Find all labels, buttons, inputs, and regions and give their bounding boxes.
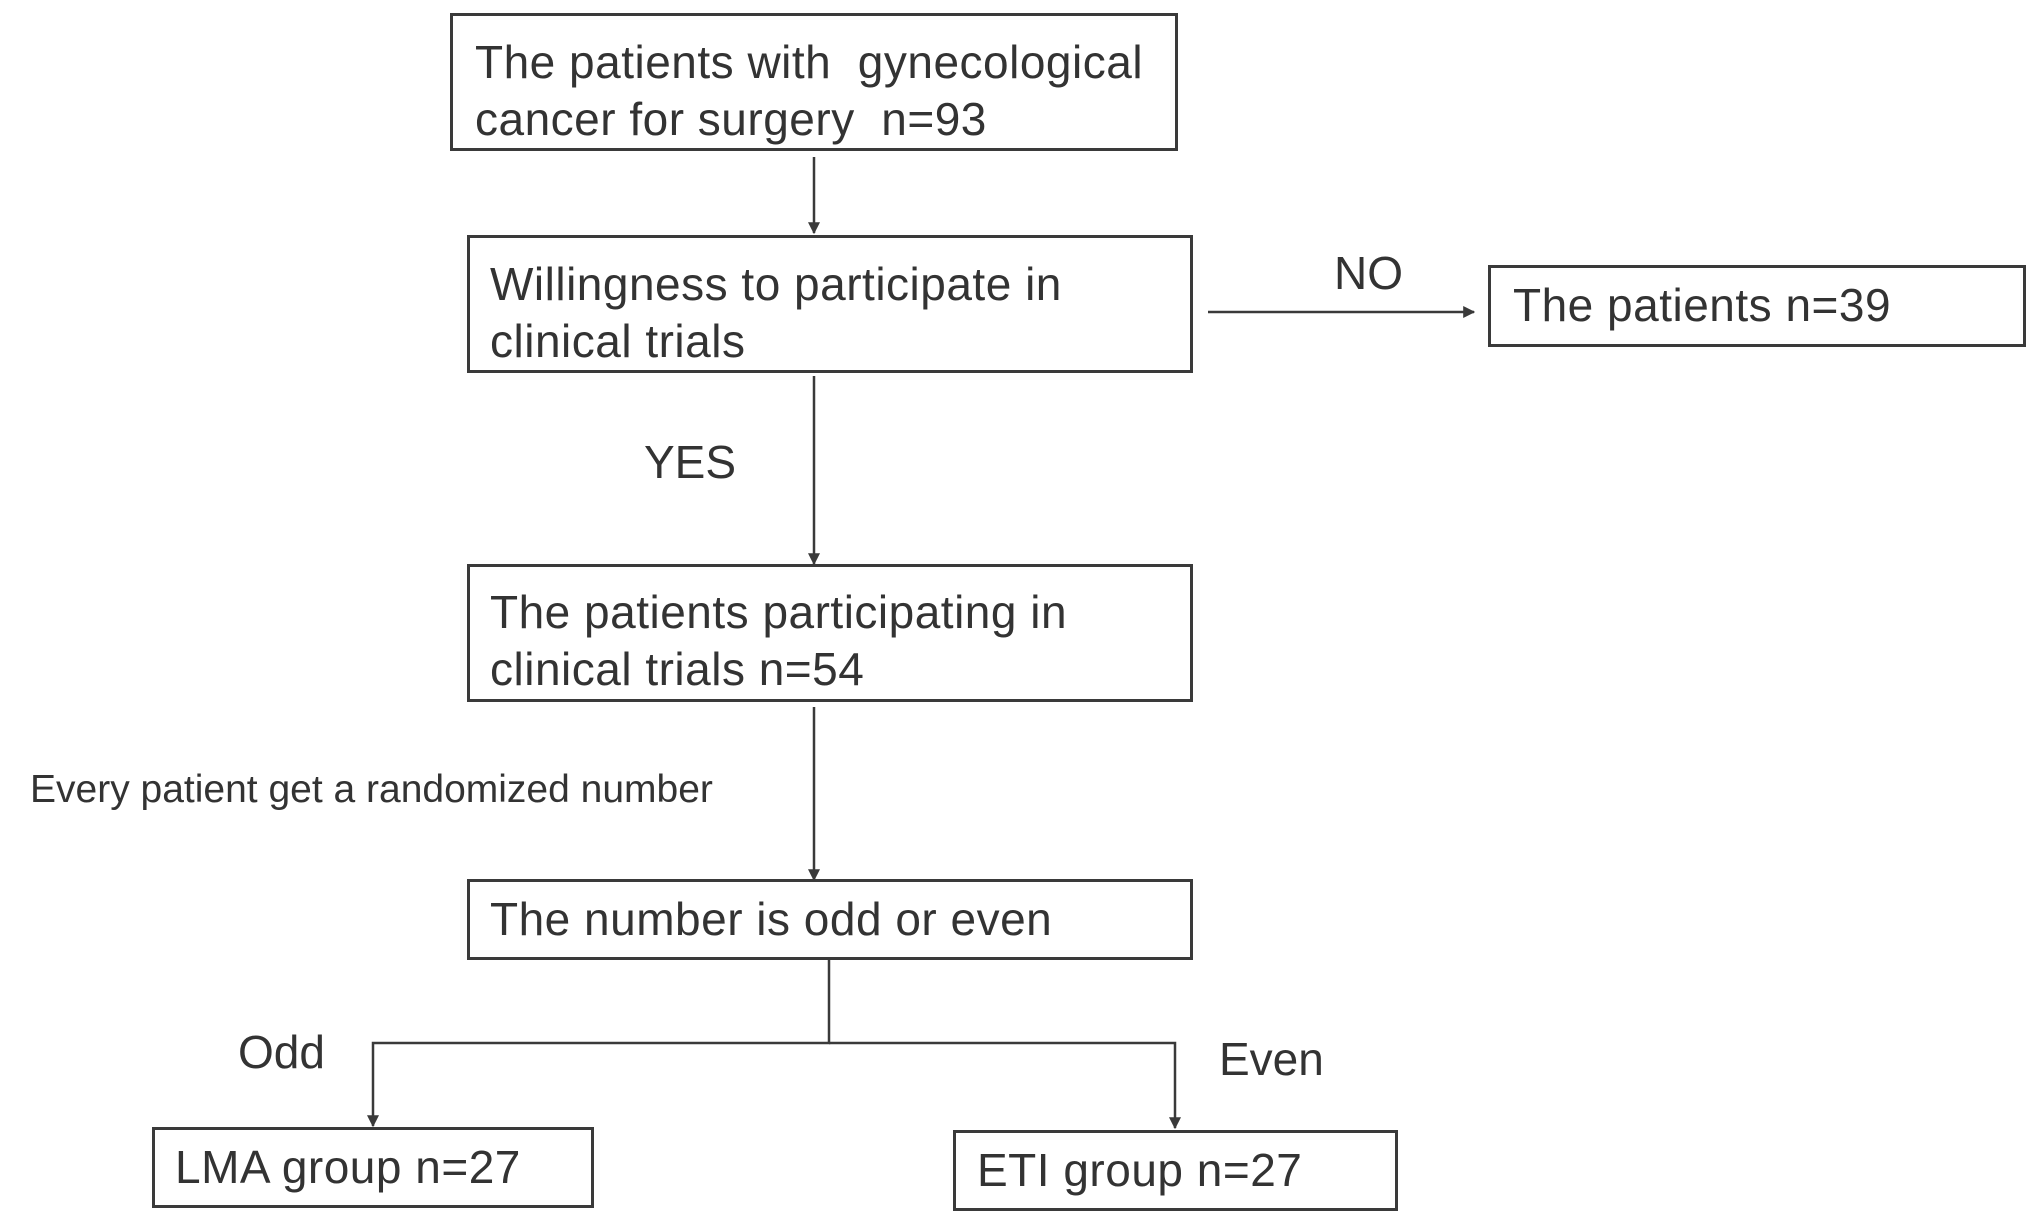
edge-label-even: Even	[1219, 1033, 1324, 1085]
node-participating: The patients participating in clinical t…	[467, 564, 1193, 702]
node-declined: The patients n=39	[1488, 265, 2026, 347]
node-willingness-line-2: clinical trials	[490, 315, 746, 367]
edge-label-yes: YES	[644, 436, 737, 488]
edge-label-no: NO	[1334, 247, 1403, 299]
node-start: The patients with gynecological cancer f…	[450, 13, 1178, 151]
node-eti-group-line-1: ETI group n=27	[977, 1144, 1303, 1196]
node-odd-even-line-1: The number is odd or even	[490, 893, 1053, 945]
node-lma-group: LMA group n=27	[152, 1127, 594, 1208]
node-willingness: Willingness to participate in clinical t…	[467, 235, 1193, 373]
node-eti-group: ETI group n=27	[953, 1130, 1398, 1211]
node-participating-line-1: The patients participating in	[490, 586, 1068, 638]
node-lma-group-line-1: LMA group n=27	[175, 1141, 521, 1193]
edge-label-randomized: Every patient get a randomized number	[30, 768, 713, 811]
node-start-line-1: The patients with gynecological	[475, 36, 1144, 88]
node-willingness-line-1: Willingness to participate in	[490, 258, 1062, 310]
connector-even-branch	[829, 1041, 1181, 1130]
edge-label-odd: Odd	[238, 1026, 325, 1078]
node-declined-line-1: The patients n=39	[1513, 279, 1892, 331]
node-participating-line-2: clinical trials n=54	[490, 643, 865, 695]
node-odd-even: The number is odd or even	[467, 879, 1193, 960]
connector-odd-even-split	[367, 960, 831, 1128]
node-start-line-2: cancer for surgery n=93	[475, 93, 987, 145]
